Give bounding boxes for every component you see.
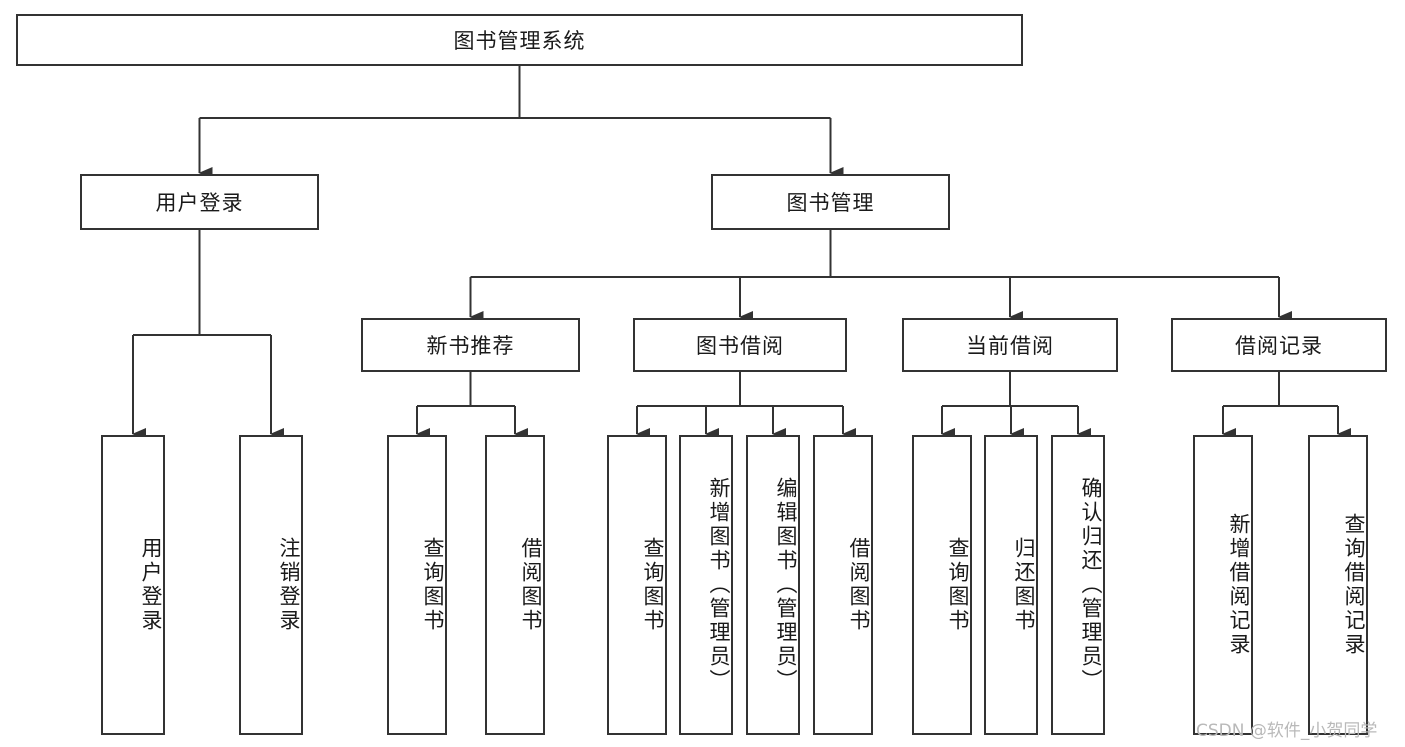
node-label: 图书管理 (786, 191, 875, 215)
node-label: 用户登录 (155, 191, 244, 215)
node-leaf-logout[interactable]: 注销登录 (239, 435, 303, 735)
node-label: 查询图书 (641, 537, 665, 633)
node-leaf-query-book-3[interactable]: 查询图书 (912, 435, 972, 735)
node-label: 图书借阅 (696, 334, 784, 358)
node-user-login[interactable]: 用户登录 (80, 174, 319, 230)
node-label: 借阅图书 (847, 537, 871, 633)
node-current-borrow[interactable]: 当前借阅 (902, 318, 1118, 372)
node-label: 编辑图书（管理员） (774, 477, 798, 693)
node-leaf-user-login[interactable]: 用户登录 (101, 435, 165, 735)
node-leaf-add-record[interactable]: 新增借阅记录 (1193, 435, 1253, 735)
node-leaf-query-book-1[interactable]: 查询图书 (387, 435, 447, 735)
node-label: 新书推荐 (426, 334, 515, 358)
node-root[interactable]: 图书管理系统 (16, 14, 1023, 66)
node-label: 注销登录 (277, 537, 301, 633)
node-leaf-confirm-return[interactable]: 确认归还（管理员） (1051, 435, 1105, 735)
node-leaf-query-record[interactable]: 查询借阅记录 (1308, 435, 1368, 735)
node-new-book-recommend[interactable]: 新书推荐 (361, 318, 580, 372)
node-leaf-query-book-2[interactable]: 查询图书 (607, 435, 667, 735)
node-label: 用户登录 (139, 537, 163, 633)
node-label: 查询借阅记录 (1342, 513, 1366, 657)
node-label: 查询图书 (946, 537, 970, 633)
csdn-watermark: CSDN @软件_小贺同学 (1196, 721, 1378, 741)
node-label: 确认归还（管理员） (1079, 477, 1103, 693)
node-book-manage[interactable]: 图书管理 (711, 174, 950, 230)
node-borrow-record[interactable]: 借阅记录 (1171, 318, 1387, 372)
node-label: 借阅记录 (1235, 334, 1323, 358)
node-book-borrow[interactable]: 图书借阅 (633, 318, 847, 372)
node-label: 当前借阅 (966, 334, 1054, 358)
node-label: 借阅图书 (519, 537, 543, 633)
node-label: 图书管理系统 (453, 29, 586, 53)
node-label: 查询图书 (421, 537, 445, 633)
node-leaf-borrow-book-2[interactable]: 借阅图书 (813, 435, 873, 735)
node-label: 归还图书 (1012, 537, 1036, 633)
node-leaf-return-book[interactable]: 归还图书 (984, 435, 1038, 735)
node-label: 新增图书（管理员） (707, 477, 731, 693)
node-label: 新增借阅记录 (1227, 513, 1251, 657)
node-leaf-edit-book[interactable]: 编辑图书（管理员） (746, 435, 800, 735)
node-leaf-add-book[interactable]: 新增图书（管理员） (679, 435, 733, 735)
node-leaf-borrow-book-1[interactable]: 借阅图书 (485, 435, 545, 735)
